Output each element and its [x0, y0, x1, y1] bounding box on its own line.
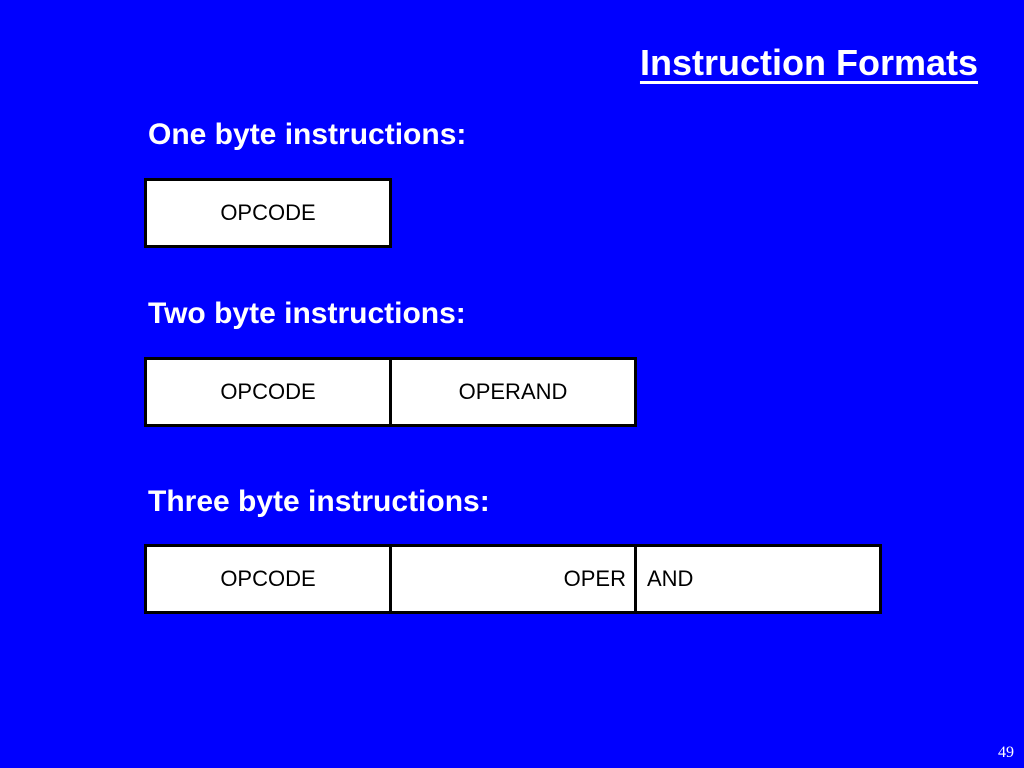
two-byte-heading: Two byte instructions:	[148, 297, 466, 330]
opcode-cell: OPCODE	[144, 544, 392, 614]
operand-cell: OPERAND	[389, 357, 637, 427]
one-byte-heading: One byte instructions:	[148, 118, 467, 151]
slide-title: Instruction Formats	[639, 42, 978, 83]
opcode-cell: OPCODE	[144, 357, 392, 427]
operand-high-cell: AND	[634, 544, 882, 614]
opcode-cell: OPCODE	[144, 178, 392, 248]
two-byte-format: OPCODE OPERAND	[144, 357, 637, 427]
operand-low-cell: OPER	[389, 544, 637, 614]
page-number: 49	[998, 744, 1014, 761]
one-byte-format: OPCODE	[144, 178, 392, 248]
three-byte-heading: Three byte instructions:	[148, 485, 490, 518]
three-byte-format: OPCODE OPER AND	[144, 544, 882, 614]
